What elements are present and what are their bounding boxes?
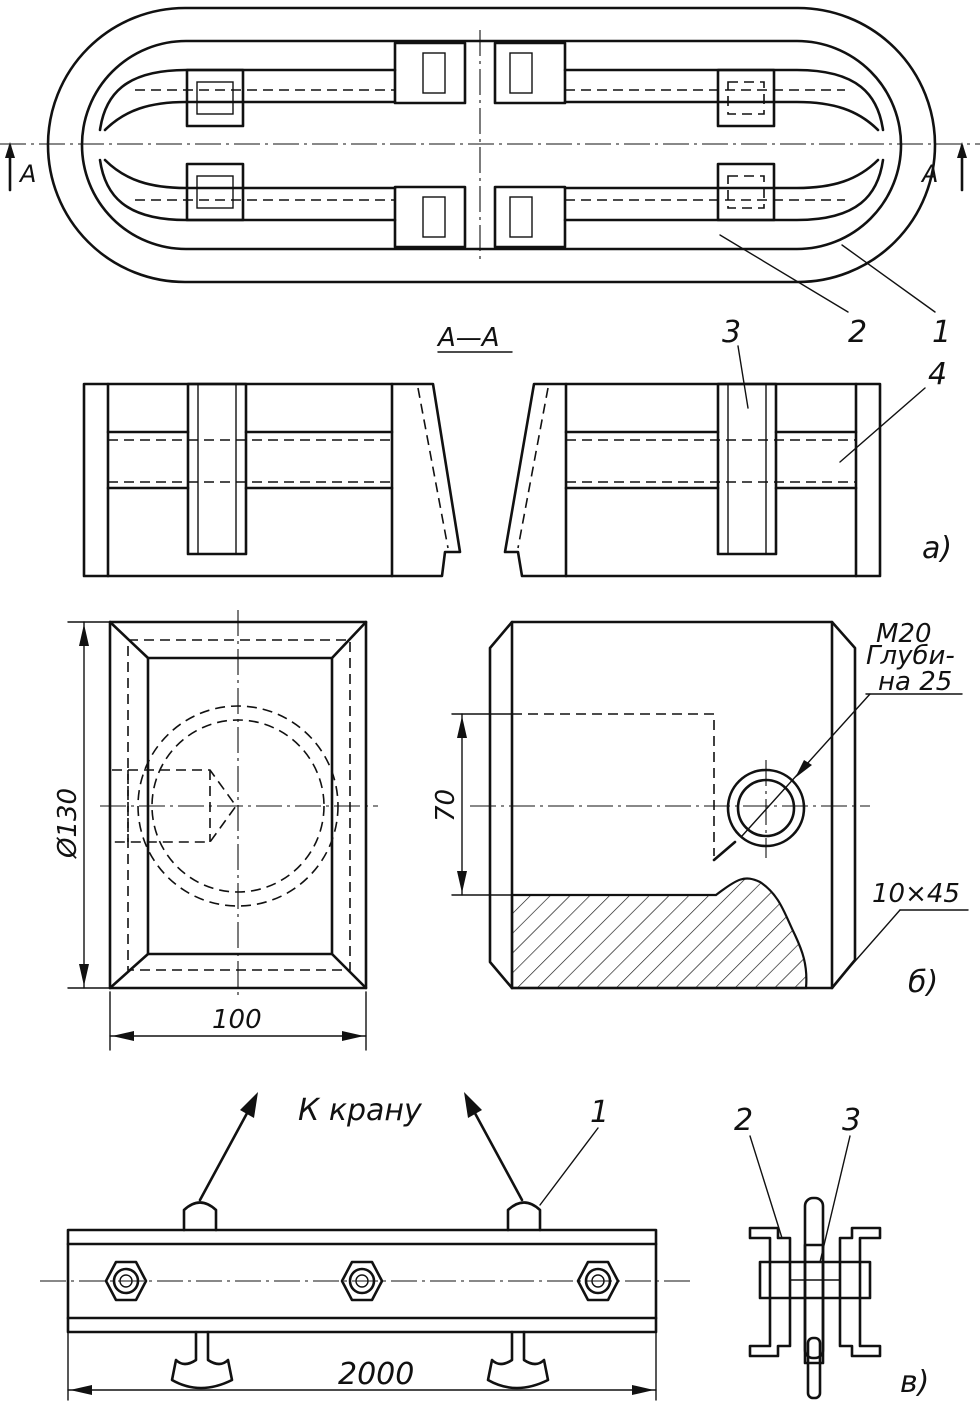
dim-width: 100 [212,1005,262,1035]
view-label-v: в) [900,1365,929,1400]
bolt-nut-center [340,1260,384,1302]
lifting-lug-left [182,1201,218,1232]
top-plan-view: A A 2 1 [0,6,980,350]
to-crane-label: К крану [298,1093,423,1128]
section-mark-right: A [920,160,938,188]
view-label-a: а) [922,531,952,566]
thread-depth-line1: Глуби- [866,641,955,671]
section-title: A—A [436,323,500,353]
center-block-upper [393,41,567,105]
dim-length: 2000 [338,1357,414,1392]
dim-height: 70 [431,789,461,822]
part-label-4-mid: 4 [928,357,947,392]
clamp-upper-left [185,68,245,128]
lifting-lug-right [506,1201,542,1232]
clamp-upper-right [716,68,776,128]
clamp-block-front-view: Ø130 100 [53,610,378,1051]
part-label-2-top: 2 [848,315,867,350]
section-right-half [503,382,882,578]
part-label-1-bottom: 1 [590,1095,609,1130]
clamp-lower-left [185,162,245,222]
section-mark-left: A [18,160,36,188]
upper-rail [98,68,885,132]
thread-spec: М20 [876,619,932,649]
inner-frame-outline [80,39,903,251]
part-label-3-mid: 3 [722,315,741,350]
part-label-1-top: 1 [932,315,951,350]
part-label-3-bottom: 3 [842,1103,861,1138]
bolt-nut-left [104,1260,148,1302]
section-a-a-view: A—A 3 4 а) [82,315,952,578]
bolt-nut-right [576,1260,620,1302]
view-label-b: б) [908,965,938,1000]
channel-right [838,1226,882,1358]
threaded-hole [112,769,237,843]
outer-frame-outline [46,6,937,284]
chamfer-spec: 10×45 [872,879,960,909]
clamp-plate [803,1196,825,1360]
channel-left [748,1226,792,1358]
cutaway-hatch [510,877,808,990]
hook-right [486,1330,550,1390]
center-block-lower [393,185,567,249]
beam-assembly-view: К крану 1 [40,1092,690,1401]
section-left-half [82,382,462,578]
clamp-block-side-view: 70 М20 Глуби- на 25 10×45 б) [431,619,969,1000]
hook-left [170,1330,234,1390]
thread-depth-line2: на 25 [878,667,952,697]
part-label-2-bottom: 2 [734,1103,753,1138]
dim-diameter: Ø130 [53,788,83,859]
clamp-lower-right [716,162,776,222]
lower-rail [98,158,885,222]
beam-cross-section: 2 3 в) [734,1103,929,1400]
